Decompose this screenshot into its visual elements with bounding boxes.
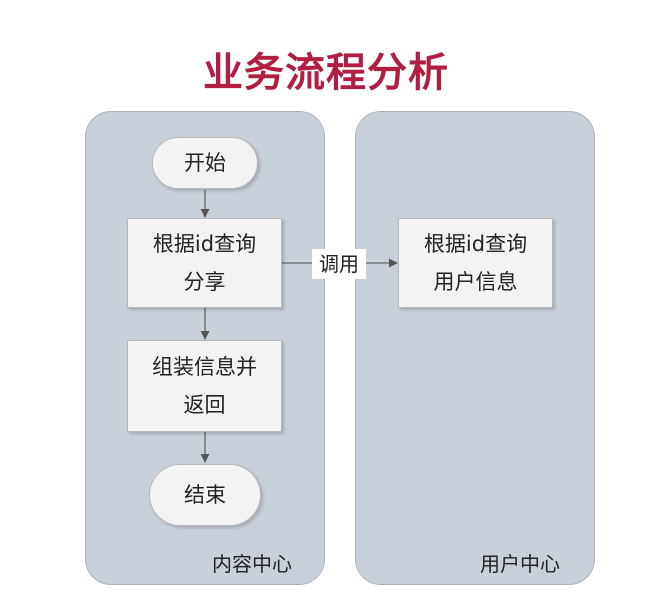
node-query-user-line-1: 根据id查询 <box>423 232 528 256</box>
lane-user-center <box>355 111 595 585</box>
node-start-label: 开始 <box>184 151 226 175</box>
lane-label-user-center: 用户中心 <box>480 552 560 576</box>
node-query-user-line-2: 用户信息 <box>433 270 518 294</box>
node-query-share: 根据id查询 分享 <box>127 218 282 308</box>
node-start: 开始 <box>152 137 258 189</box>
node-assemble-line-2: 返回 <box>183 393 226 417</box>
node-assemble-return: 组装信息并 返回 <box>127 340 282 432</box>
lane-label-content-center: 内容中心 <box>212 552 292 576</box>
page-title: 业务流程分析 <box>203 50 449 96</box>
node-query-user: 根据id查询 用户信息 <box>398 218 553 308</box>
node-query-share-line-1: 根据id查询 <box>152 232 257 256</box>
node-end-label: 结束 <box>184 483 226 507</box>
node-assemble-line-1: 组装信息并 <box>152 355 257 379</box>
edge-label-call: 调用 <box>312 249 366 279</box>
node-query-share-line-2: 分享 <box>183 270 226 294</box>
node-end: 结束 <box>149 464 261 526</box>
